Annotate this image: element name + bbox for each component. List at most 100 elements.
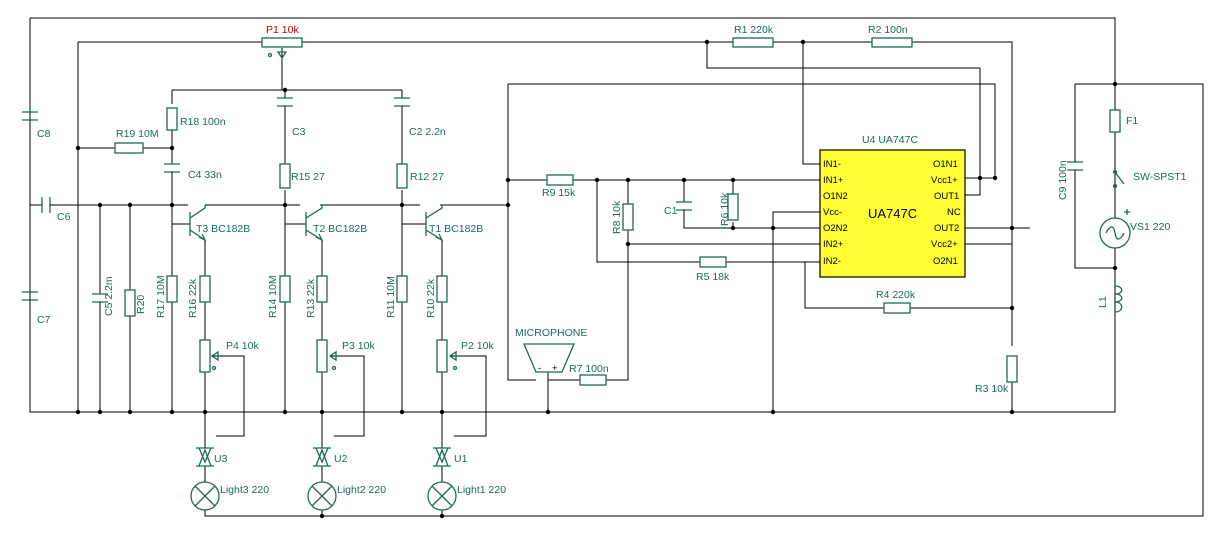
c3-capacitor [277, 97, 293, 107]
r18-resistor [166, 107, 178, 131]
label-c7: C7 [37, 314, 51, 326]
c2-capacitor [394, 97, 410, 107]
r13-resistor [316, 275, 328, 303]
microphone: - + [523, 343, 575, 374]
label-r15: R15 27 [291, 171, 325, 183]
r12-resistor [396, 163, 408, 189]
u1-triac [433, 447, 451, 467]
label-c3: C3 [292, 126, 306, 138]
label-microphone: MICROPHONE [515, 327, 587, 339]
pin-o1n1: O1N1 [933, 159, 958, 170]
label-r2: R2 100n [868, 24, 908, 36]
r10-resistor [436, 275, 448, 303]
transistors [172, 205, 444, 242]
label-c6: C6 [57, 211, 71, 223]
label-u4: U4 UA747C [862, 134, 918, 146]
label-c2: C2 2.2n [409, 126, 446, 138]
label-p1: P1 10k [266, 24, 299, 36]
r19-resistor [114, 142, 144, 154]
label-p4: P4 10k [226, 340, 259, 352]
r16-resistor [199, 275, 211, 303]
label-vs1: VS1 220 [1130, 221, 1170, 233]
lamps [190, 481, 457, 511]
pin-vcc-minus: Vcc- [823, 207, 842, 218]
pin-in1-minus: IN1- [823, 159, 841, 170]
capacitors [22, 97, 1083, 310]
label-r1: R1 220k [734, 24, 774, 36]
u2-triac [313, 447, 331, 467]
l1-inductor [1114, 285, 1123, 313]
label-u2: U2 [334, 453, 348, 465]
r5-resistor [699, 256, 727, 268]
label-sw-spst1: SW-SPST1 [1133, 171, 1187, 183]
r6-resistor [727, 193, 739, 221]
label-light2: Light2 220 [337, 484, 386, 496]
r14-resistor [279, 275, 291, 303]
mains [1099, 169, 1131, 313]
label-u3: U3 [214, 453, 228, 465]
c4-capacitor [164, 163, 180, 173]
t2-transistor [285, 205, 324, 242]
light3-lamp [190, 481, 220, 511]
label-r3: R3 10k [975, 383, 1009, 395]
t1-transistor [402, 205, 444, 242]
pin-out2: OUT2 [934, 223, 959, 234]
label-r4: R4 220k [876, 289, 916, 301]
label-r17: R17 10M [155, 275, 167, 318]
p1-wiper-arrow [276, 51, 288, 60]
label-r7: R7 100n [569, 363, 609, 375]
p2-pot [436, 339, 448, 373]
label-r18: R18 100n [180, 116, 226, 128]
op-amp: UA747C IN1- IN1+ O1N2 Vcc- O2N2 IN2+ IN2… [819, 149, 966, 278]
u3-triac [196, 447, 214, 467]
microphone-icon [523, 343, 575, 373]
pin-out1: OUT1 [934, 191, 959, 202]
label-r8: R8 10k [611, 200, 623, 234]
r11-resistor [396, 275, 408, 303]
label-r12: R12 27 [410, 171, 444, 183]
label-r5: R5 18k [696, 271, 730, 283]
label-f1: F1 [1126, 115, 1138, 127]
label-r13: R13 22k [305, 278, 317, 318]
r9-resistor [546, 174, 574, 186]
label-t1: T1 BC182B [429, 223, 483, 235]
label-c5: C5 2.2m [103, 276, 115, 316]
wires [29, 17, 1204, 517]
mic-pin-minus: - [538, 363, 541, 374]
pin-in1-plus: IN1+ [823, 175, 844, 186]
r7-resistor [579, 374, 607, 386]
triacs [196, 447, 451, 467]
light2-lamp [307, 481, 337, 511]
c1-capacitor [676, 201, 692, 211]
pin-in2-plus: IN2+ [823, 239, 844, 250]
label-p3: P3 10k [342, 340, 375, 352]
p3-pot [316, 339, 328, 373]
r2-resistor [871, 37, 913, 48]
light1-lamp [427, 481, 457, 511]
resistors [114, 37, 1121, 386]
component-labels: P1 10k R1 220k R2 100n U4 UA747C R18 100… [37, 24, 1187, 496]
label-r10: R10 22k [425, 278, 437, 318]
p4-pot [199, 339, 211, 373]
mic-pin-plus: + [552, 363, 558, 374]
pin-o2n1: O2N1 [933, 256, 958, 267]
label-r6: R6 10k [719, 192, 731, 226]
label-r16: R16 22k [187, 278, 199, 318]
r20-resistor [124, 289, 136, 317]
r17-resistor [166, 275, 178, 303]
p1-resistor-body [261, 37, 303, 48]
label-r14: R14 10M [267, 275, 279, 318]
vs1-source [1099, 209, 1131, 249]
ua747c-chip [819, 149, 966, 278]
label-p2: P2 10k [461, 340, 494, 352]
label-l1: L1 [1097, 296, 1109, 308]
pin-vcc2-plus: Vcc2+ [931, 239, 958, 250]
r1-resistor [732, 37, 774, 48]
label-r11: R11 10M [385, 276, 397, 318]
pin-nc: NC [947, 207, 961, 218]
label-r19: R19 10M [116, 128, 159, 140]
t3-transistor [172, 205, 207, 242]
label-r9: R9 15k [542, 187, 576, 199]
pin-o2n2: O2N2 [823, 223, 848, 234]
